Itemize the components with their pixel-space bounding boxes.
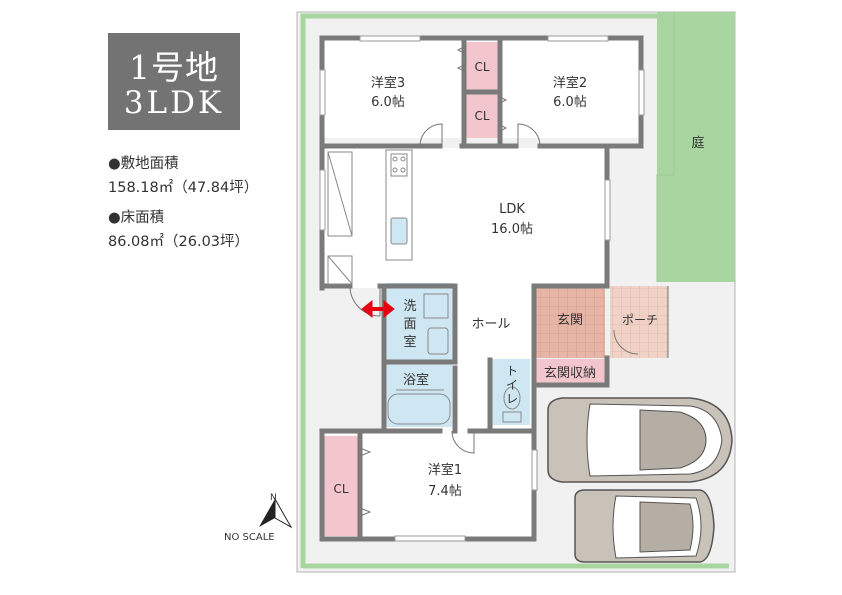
floor-area-value: 86.08㎡（26.03坪） xyxy=(108,234,250,250)
garden-area xyxy=(657,12,735,282)
closet-b xyxy=(466,94,498,138)
room-western3-name: 洋室3 xyxy=(371,75,405,91)
room-ldk-size: 16.0帖 xyxy=(491,222,533,237)
room-western2-name: 洋室2 xyxy=(553,75,587,91)
entrance-tile xyxy=(533,286,605,358)
fixtures xyxy=(327,149,522,425)
garden-label: 庭 xyxy=(691,135,704,151)
toilet-label-2: イ xyxy=(506,378,518,392)
toilet-label-1: ト xyxy=(506,364,518,378)
room-western1-name: 洋室1 xyxy=(428,462,462,478)
hedge-line xyxy=(300,13,672,568)
site-area-label: ●敷地面積 xyxy=(108,156,179,172)
entrance-storage-label: 玄関収納 xyxy=(544,366,596,381)
bath-label: 浴室 xyxy=(403,372,429,388)
title-box: 1号地 3LDK xyxy=(108,33,240,130)
closet-b-label: CL xyxy=(474,109,489,123)
room-western2-size: 6.0帖 xyxy=(553,95,587,110)
bathroom-area xyxy=(386,363,452,427)
porch-label: ポーチ xyxy=(622,313,658,327)
entrance-label: 玄関 xyxy=(557,313,583,328)
washroom-label-3: 室 xyxy=(403,334,416,350)
closet-c-label: CL xyxy=(333,482,348,496)
site-area-value: 158.18㎡（47.84坪） xyxy=(108,180,259,196)
hall-label: ホール xyxy=(471,317,510,332)
room-ldk-name: LDK xyxy=(499,202,525,217)
lot-number: 1号地 xyxy=(129,48,219,87)
floor-area-label: ●床面積 xyxy=(108,210,165,226)
washroom-label-2: 面 xyxy=(403,317,416,332)
closet-c xyxy=(324,436,358,536)
washroom-label-1: 洗 xyxy=(403,299,416,314)
closet-a xyxy=(466,42,498,90)
room-western1-size: 7.4帖 xyxy=(428,484,462,499)
compass-north: N xyxy=(270,493,277,503)
compass-icon: N xyxy=(259,493,293,529)
double-arrow-icon xyxy=(361,299,395,319)
toilet-label-3: レ xyxy=(506,392,518,406)
no-scale-label: NO SCALE xyxy=(224,532,275,543)
car-top-icon xyxy=(547,397,733,483)
toilet-area xyxy=(492,359,530,425)
washroom-area xyxy=(386,283,454,360)
room-western3-size: 6.0帖 xyxy=(371,95,405,110)
layout-type: 3LDK xyxy=(123,85,225,121)
windows xyxy=(319,35,645,542)
car-bottom-icon xyxy=(574,489,715,563)
entrance-storage-area xyxy=(533,359,605,383)
garden-step xyxy=(656,12,675,282)
house-floor-ldk xyxy=(322,148,609,288)
closet-a-label: CL xyxy=(474,60,489,74)
